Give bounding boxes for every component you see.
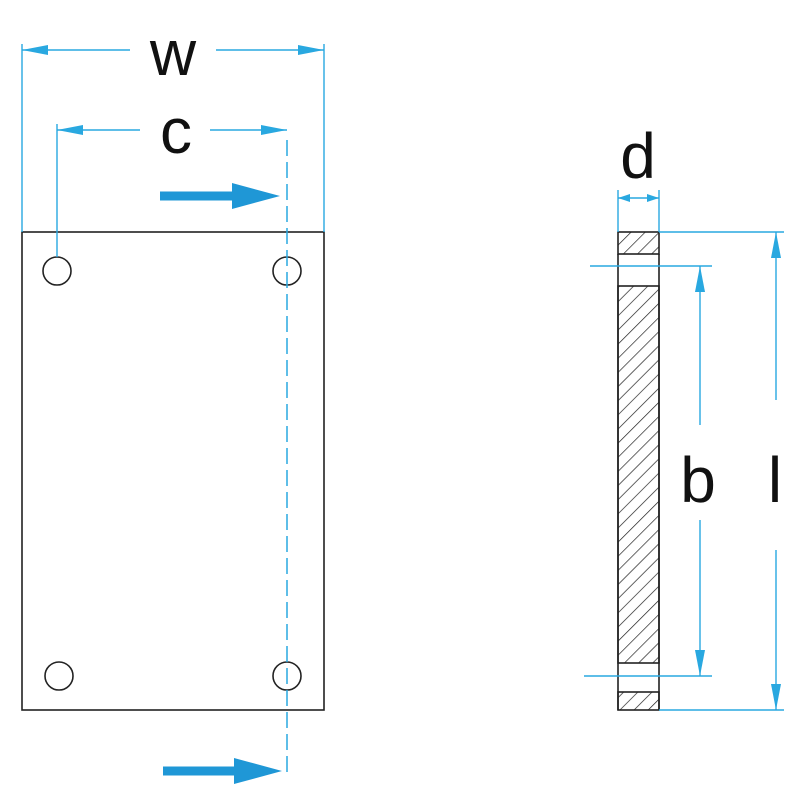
thickness-dimension — [617, 190, 660, 232]
section-arrow-top — [160, 183, 280, 209]
width-label: w — [149, 17, 197, 89]
hole-span-dimension — [584, 265, 712, 677]
hole-span-label: b — [680, 444, 716, 516]
section-hatch-bottom — [617, 691, 660, 711]
section-view — [617, 231, 660, 711]
width-dimension — [21, 44, 325, 232]
section-arrow-bottom — [163, 758, 282, 784]
plate-outline — [21, 231, 325, 711]
section-hatch-top — [617, 231, 660, 255]
mounting-hole-bottom-left — [44, 661, 74, 691]
hole-spacing-dimension — [56, 124, 287, 257]
thickness-label: d — [620, 120, 656, 192]
hole-spacing-label: c — [160, 95, 192, 167]
section-hatch-main — [617, 285, 660, 664]
length-label: l — [768, 444, 782, 516]
front-view — [21, 140, 325, 775]
length-dimension — [659, 231, 784, 711]
mounting-hole-top-left — [42, 256, 72, 286]
